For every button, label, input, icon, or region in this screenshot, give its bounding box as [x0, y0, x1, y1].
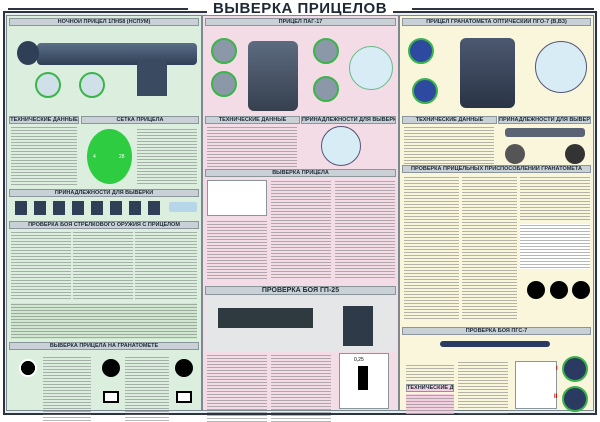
detail-circle: [35, 72, 61, 98]
detail-circle: [79, 72, 105, 98]
reticle-description: [137, 128, 197, 184]
target-circle: [550, 281, 568, 299]
pag17-header: ПРИЦЕЛ ПАГ-17: [205, 18, 396, 26]
reticle-view: 4 28: [87, 129, 132, 184]
title-rule-right: [412, 8, 594, 10]
check-target: [515, 361, 557, 409]
night-sight-header: НОЧНОЙ ПРИЦЕЛ 1ПН58 (НСПУМ): [9, 18, 199, 26]
text-block: [271, 354, 331, 422]
pag17-image: [248, 41, 298, 111]
gp25-check-header: ПРОВЕРКА БОЯ ГП-25: [205, 286, 396, 295]
pgo7-header: ПРИЦЕЛ ГРАНАТОМЕТА ОПТИЧЕСКИЙ ПГО-7 (В,В…: [402, 18, 591, 26]
detail-circle: [562, 356, 588, 382]
detail-circle: [313, 76, 339, 102]
collimator-image: [169, 202, 197, 212]
right-column: ПРИЦЕЛ ГРАНАТОМЕТА ОПТИЧЕСКИЙ ПГО-7 (В,В…: [399, 15, 594, 416]
sight-alignment-header: ВЫВЕРКА ПРИЦЕЛА: [205, 169, 396, 177]
gp25-mounted-image: [343, 306, 373, 346]
text-block: [335, 180, 395, 280]
pgs7-check-header: ПРОВЕРКА БОЯ ПГС-7: [402, 327, 591, 335]
night-sight-battery: [137, 61, 167, 96]
detail-circle: [562, 386, 588, 412]
middle-column: ПРИЦЕЛ ПАГ-17 ТЕХНИЧЕСКИЕ ДАННЫЕ ПРИНАДЛ…: [202, 15, 399, 422]
text-block: [207, 220, 267, 280]
text-block: [404, 176, 459, 321]
grenade-image: [440, 341, 550, 347]
target-circle: [527, 281, 545, 299]
text-block: [11, 231, 71, 299]
weapons-table: [11, 303, 197, 339]
accessories-header: ПРИНАДЛЕЖНОСТИ ДЛЯ ВЫВЕРКИ: [9, 189, 199, 197]
sights-table: [520, 224, 590, 269]
grenade-launcher-alignment-header: ВЫВЕРКА ПРИЦЕЛА НА ГРАНАТОМЕТЕ: [9, 342, 199, 350]
tech-data-table: [11, 126, 77, 186]
pag17-reticle: [349, 46, 393, 90]
alignment-diagram: [207, 180, 267, 216]
target-circle: [19, 359, 37, 377]
detail-circle: [313, 38, 339, 64]
small-arms-check-header: ПРОВЕРКА БОЯ СТРЕЛКОВОГО ОРУЖИЯ С ПРИЦЕЛ…: [9, 221, 199, 229]
text-block: [43, 356, 91, 422]
left-column: НОЧНОЙ ПРИЦЕЛ 1ПН58 (НСПУМ) ТЕХНИЧЕСКИЕ …: [6, 15, 202, 422]
tech-data-header: ТЕХНИЧЕСКИЕ ДАННЫЕ: [205, 116, 300, 124]
reticle-header: СЕТКА ПРИЦЕЛА: [81, 116, 199, 124]
tech-data-table: [404, 126, 494, 171]
accessories-header: ПРИНАДЛЕЖНОСТИ ДЛЯ ВЫВЕРКИ: [498, 116, 591, 124]
target-circle: [572, 281, 590, 299]
lens-cap-image: [17, 41, 39, 65]
check-target: 0,25: [339, 353, 389, 409]
detail-circle: [211, 71, 237, 97]
text-block: [207, 354, 267, 422]
poster-title: ВЫВЕРКА ПРИЦЕЛОВ: [0, 0, 600, 17]
pgo7-image: [460, 38, 515, 108]
gp25-image: [218, 308, 313, 328]
alignment-tube-image: [505, 128, 585, 137]
tech-data-header: ТЕХНИЧЕСКИЕ ДАННЫЕ: [9, 116, 79, 124]
text-block: [125, 356, 169, 422]
pgs7-tech-header: ТЕХНИЧЕСКИЕ ДАННЫЕ: [406, 384, 454, 392]
text-block: [520, 176, 590, 221]
text-block: [458, 361, 508, 416]
night-sight-image: [37, 43, 197, 65]
detail-circle: [412, 78, 438, 104]
tech-data-table: [207, 126, 297, 176]
target-square: [103, 391, 119, 403]
accessory-disc: [565, 144, 585, 164]
target-circle: [175, 359, 193, 377]
accessory-disc: [505, 144, 525, 164]
collimator-reticle: [321, 126, 361, 166]
text-block: [462, 176, 517, 321]
text-block: [406, 364, 454, 382]
accessories-row: [15, 201, 165, 215]
text-block: [73, 231, 133, 299]
detail-circle: [211, 38, 237, 64]
text-block: [271, 180, 331, 280]
text-block: [135, 231, 197, 299]
detail-circle: [408, 38, 434, 64]
black-target: [358, 366, 368, 390]
tech-data-table: [406, 394, 454, 414]
title-rule-left: [8, 8, 188, 10]
target-square: [176, 391, 192, 403]
devices-check-header: ПРОВЕРКА ПРИЦЕЛЬНЫХ ПРИСПОСОБЛЕНИЙ ГРАНА…: [402, 165, 591, 173]
accessories-header: ПРИНАДЛЕЖНОСТИ ДЛЯ ВЫВЕРКИ: [301, 116, 396, 124]
target-circle: [102, 359, 120, 377]
pgo7-reticle: [535, 41, 587, 93]
tech-data-header: ТЕХНИЧЕСКИЕ ДАННЫЕ: [402, 116, 497, 124]
